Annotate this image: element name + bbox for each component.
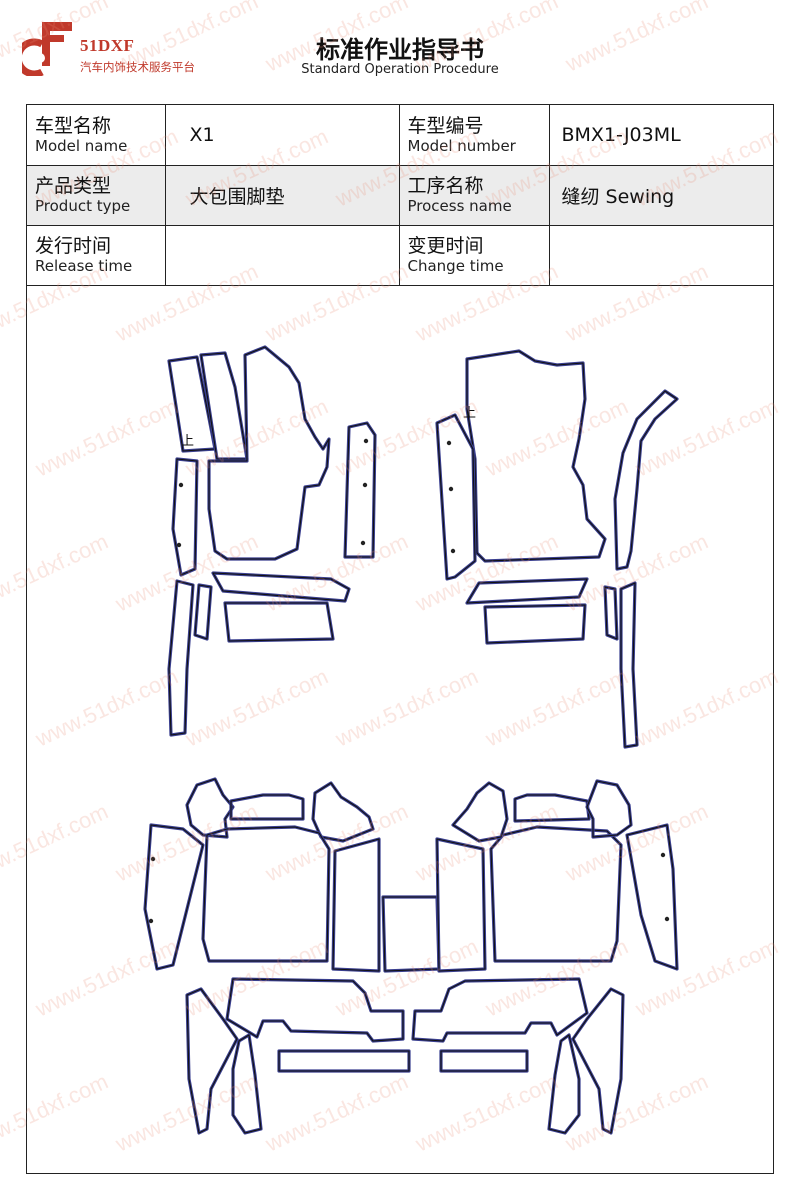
pattern-piece — [435, 413, 477, 581]
pattern-piece — [466, 350, 606, 562]
pattern-piece — [572, 988, 624, 1134]
rear-mat-group — [143, 777, 679, 1135]
alignment-hole — [362, 482, 368, 488]
front-right-mat-group: 上 — [435, 349, 679, 749]
pattern-piece — [466, 578, 588, 604]
pattern-piece — [620, 582, 638, 748]
pattern-piece — [194, 584, 212, 640]
pattern-piece — [202, 826, 330, 962]
pattern-piece — [200, 352, 248, 460]
pattern-piece — [224, 602, 334, 642]
change-time-label: 变更时间 Change time — [398, 224, 550, 286]
alignment-hole — [150, 856, 156, 862]
pattern-piece — [452, 782, 508, 842]
process-name-label: 工序名称 Process name — [398, 164, 550, 226]
pattern-piece — [312, 782, 374, 842]
alignment-hole — [664, 916, 670, 922]
brand-name: 51DXF — [80, 36, 135, 55]
change-time-value — [548, 224, 773, 286]
model-number-label: 车型编号 Model number — [398, 105, 550, 166]
pattern-piece — [490, 826, 622, 962]
up-direction-mark: 上 — [463, 406, 476, 421]
pattern-piece — [344, 422, 376, 558]
alignment-hole — [446, 440, 452, 446]
pattern-piece — [436, 838, 486, 972]
model-name-label: 车型名称 Model name — [27, 105, 166, 166]
pattern-piece — [230, 794, 304, 820]
alignment-hole — [176, 542, 182, 548]
pattern-piece — [331, 837, 381, 973]
procedure-sheet: 车型名称 Model name X1 车型编号 Model number BMX… — [26, 104, 774, 1174]
pattern-piece — [186, 988, 238, 1134]
alignment-hole — [148, 918, 154, 924]
front-left-mat-group: 上 — [167, 345, 377, 737]
info-table: 车型名称 Model name X1 车型编号 Model number BMX… — [27, 105, 773, 286]
model-number-value: BMX1-J03ML — [548, 105, 773, 166]
pattern-piece — [548, 1034, 580, 1134]
pattern-piece — [484, 604, 586, 644]
alignment-hole — [660, 852, 666, 858]
product-type-value: 大包围脚垫 — [164, 164, 400, 226]
up-direction-mark: 上 — [181, 434, 194, 449]
pattern-piece — [436, 414, 476, 580]
pattern-piece — [604, 586, 618, 640]
brand-tagline: 汽车内饰技术服务平台 — [80, 60, 195, 74]
product-type-label: 产品类型 Product type — [27, 164, 166, 226]
alignment-hole — [448, 486, 454, 492]
alignment-hole — [450, 548, 456, 554]
pattern-piece — [614, 390, 678, 570]
page-subtitle: Standard Operation Procedure — [301, 62, 499, 77]
pattern-piece — [144, 824, 204, 970]
pattern-piece — [208, 346, 330, 560]
pattern-piece — [226, 978, 404, 1042]
alignment-hole — [360, 540, 366, 546]
alignment-hole — [363, 438, 369, 444]
pattern-piece — [278, 1050, 410, 1072]
page-title: 标准作业指导书 — [316, 36, 484, 64]
table-row: 车型名称 Model name X1 车型编号 Model number BMX… — [27, 105, 773, 166]
pattern-svg: .pc { fill:none; stroke:#3a3f8f; stroke-… — [143, 345, 679, 1135]
pattern-piece — [412, 978, 588, 1042]
document-header: 51DXF 汽车内饰技术服务平台 标准作业指导书 Standard Operat… — [0, 0, 800, 100]
pattern-piece — [167, 579, 195, 737]
logo-mark-icon — [22, 22, 72, 76]
pattern-piece — [586, 780, 632, 838]
pattern-piece — [440, 1050, 528, 1072]
pattern-piece — [212, 572, 350, 602]
pattern-piece — [232, 1034, 262, 1134]
release-time-label: 发行时间 Release time — [27, 224, 166, 286]
pattern-piece — [277, 1049, 411, 1073]
pattern-piece — [172, 458, 198, 576]
brand-logo[interactable]: 51DXF 汽车内饰技术服务平台 — [22, 20, 232, 80]
pattern-piece — [168, 580, 194, 736]
pattern-piece — [514, 794, 590, 822]
pattern-piece — [626, 824, 678, 970]
release-time-value — [164, 224, 400, 286]
process-name-value: 缝纫 Sewing — [548, 164, 773, 226]
floor-mat-pattern-drawing: .pc { fill:none; stroke:#3a3f8f; stroke-… — [27, 289, 773, 1173]
pattern-piece — [332, 838, 380, 972]
table-row: 产品类型 Product type 大包围脚垫 工序名称 Process nam… — [27, 164, 773, 226]
alignment-hole — [178, 482, 184, 488]
table-row: 发行时间 Release time 变更时间 Change time — [27, 224, 773, 286]
pattern-piece — [439, 1049, 529, 1073]
